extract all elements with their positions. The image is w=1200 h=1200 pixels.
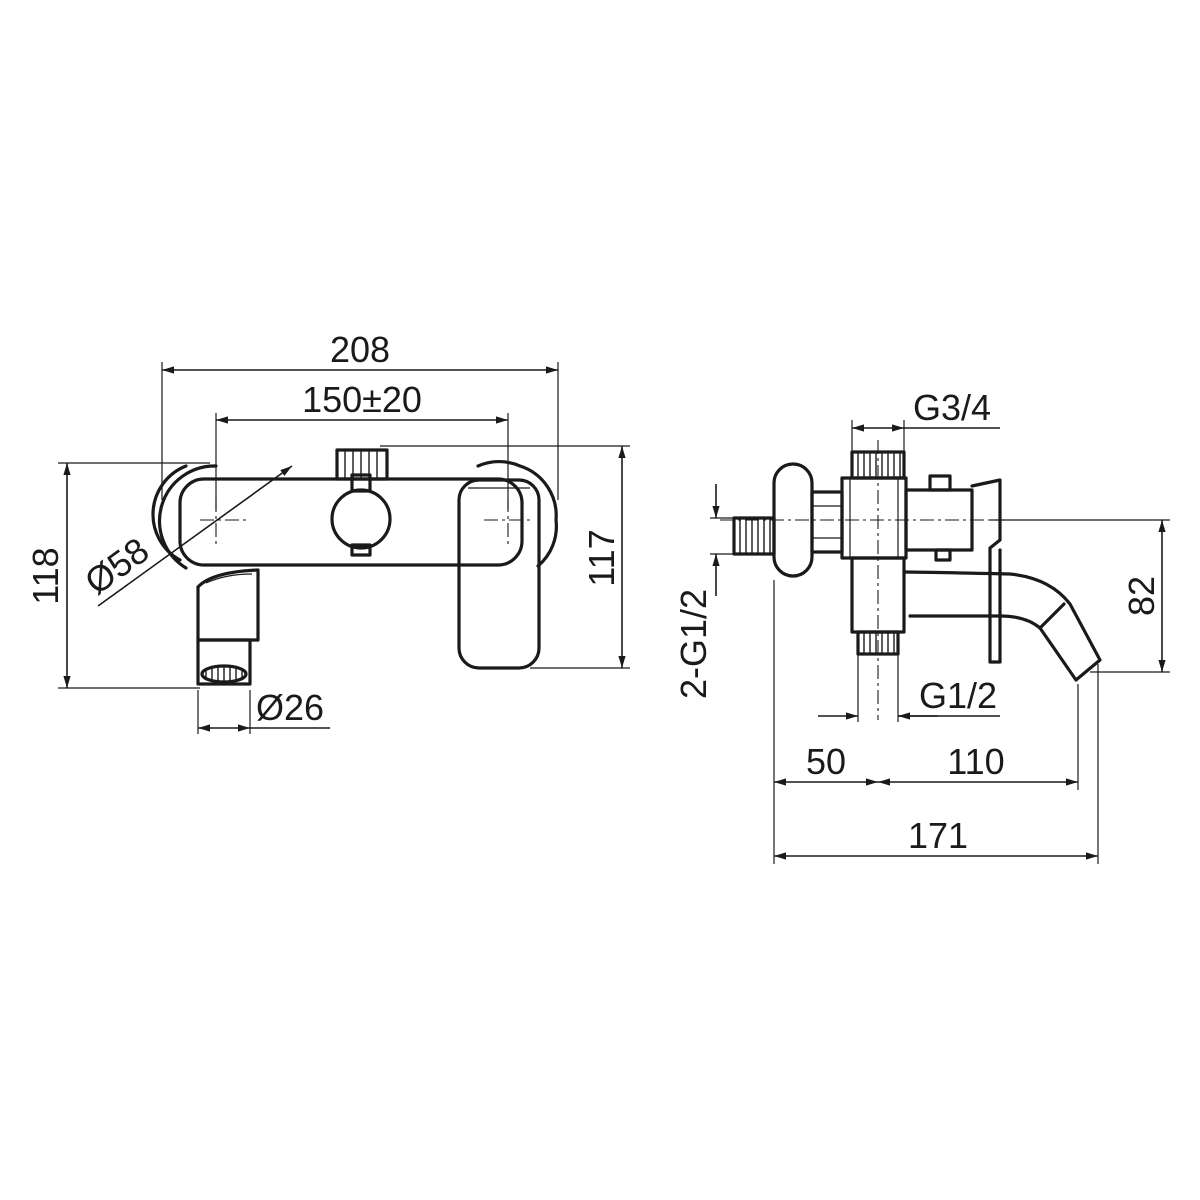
side-dimensions: G3/4 2-G1/2 82 G1/2 50 110 171 [673,387,1170,864]
dim-flange-diameter: Ø58 [77,529,156,602]
dim-outlet-to-spout: 110 [947,741,1004,782]
dim-wall-to-outlet: 50 [806,741,846,782]
dim-body-height: 117 [581,529,622,586]
spout [196,568,260,642]
inlet-thread [732,516,776,556]
front-view [151,448,558,686]
dim-bottom-thread: G1/2 [919,675,997,716]
valve-body [840,476,908,560]
dim-spout-drop: 82 [1121,576,1162,616]
dim-spout-diameter: Ø26 [256,687,324,728]
dim-inlet-spacing: 150±20 [302,379,422,420]
dim-overall-height: 118 [25,547,66,604]
hex-nut [810,490,844,554]
dim-overall-depth: 171 [908,815,968,856]
dim-top-thread: G3/4 [913,387,991,428]
side-view [720,440,1102,720]
lever-side [970,478,1002,664]
dim-overall-width: 208 [330,329,390,370]
spout-side [902,570,1102,682]
top-outlet-thread [335,448,389,481]
lever-handle [457,478,541,670]
diverter-knob [330,488,392,550]
dim-inlet-thread: 2-G1/2 [673,589,714,699]
right-flange [476,459,558,568]
